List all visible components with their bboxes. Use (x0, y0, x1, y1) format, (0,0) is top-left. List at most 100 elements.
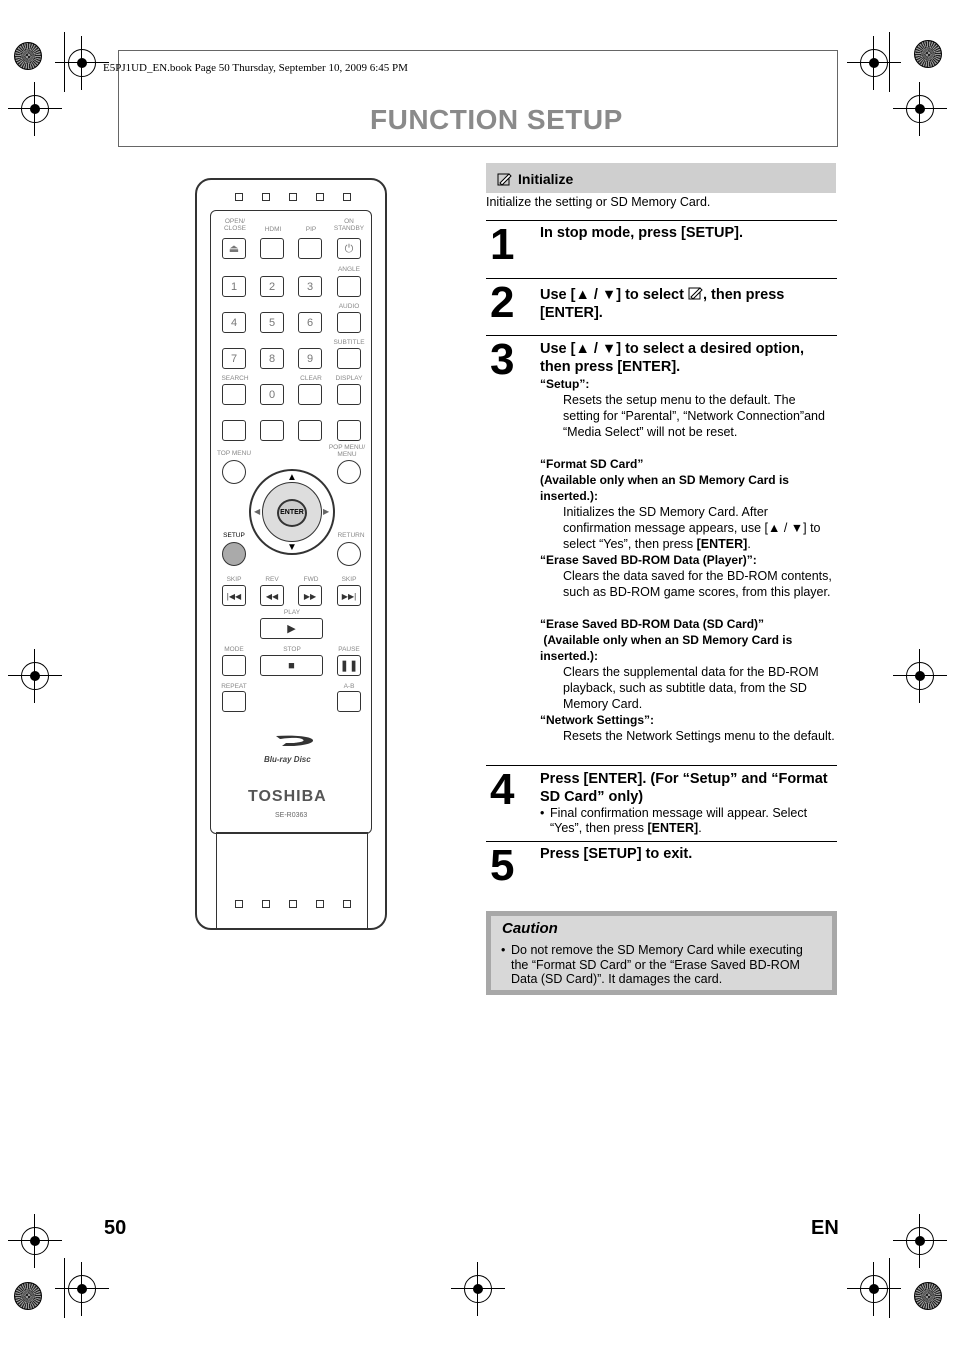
crop-disc-tr (914, 40, 942, 68)
remote-digit-4: 4 (222, 312, 246, 333)
caution-inner: Caution Do not remove the SD Memory Card… (491, 916, 832, 990)
step-divider (486, 841, 837, 842)
remote-digit-0: 0 (260, 384, 284, 405)
remote-pip-button (298, 238, 322, 259)
remote-label-subtitle: SUBTITLE (333, 339, 365, 346)
remote-label-open-close: OPEN/ CLOSE (223, 218, 247, 232)
pause-icon: ❚❚ (337, 655, 361, 676)
remote-label-display: DISPLAY (335, 375, 363, 382)
initialize-title: Initialize (518, 171, 574, 187)
book-info: E5PJ1UD_EN.book Page 50 Thursday, Septem… (103, 62, 408, 74)
remote-label-ab: A-B (343, 683, 355, 690)
remote-clear-button (298, 384, 322, 405)
initialize-bar (486, 163, 836, 193)
remote-color-button (298, 420, 322, 441)
crop-line (889, 32, 890, 92)
dpad-up-icon: ▲ (287, 472, 297, 483)
remote-label-play: PLAY (283, 609, 301, 616)
remote-led (316, 900, 324, 908)
remote-label-skip-back: SKIP (226, 576, 242, 583)
step-divider (486, 335, 837, 336)
setup-note-icon (497, 173, 512, 186)
remote-label-pop-menu: POP MENU/ MENU (328, 444, 366, 458)
toshiba-logo: TOSHIBA (248, 788, 327, 805)
remote-led (343, 193, 351, 201)
remote-label-stop: STOP (283, 646, 301, 653)
fast-forward-icon: ▶▶ (298, 585, 322, 606)
remote-led (316, 193, 324, 201)
option-setup-title: “Setup”: (540, 377, 590, 391)
remote-label-angle: ANGLE (337, 266, 361, 273)
reg-mark-right-mid (893, 649, 947, 703)
crop-line (889, 1258, 890, 1318)
crop-disc-tl (14, 42, 42, 70)
dpad-left-icon: ◀ (254, 507, 261, 516)
reg-mark-top-right (847, 36, 901, 90)
reg-mark-top-left (55, 36, 109, 90)
step-number: 1 (490, 220, 515, 269)
remote-angle-button (337, 276, 361, 297)
remote-digit-1: 1 (222, 276, 246, 297)
step-4-bullet-b: [ENTER] (647, 821, 699, 835)
step-2-text-a: Use [▲ / ▼] to select (540, 287, 684, 303)
remote-label-search: SEARCH (221, 375, 249, 382)
remote-button-panel (210, 210, 372, 834)
crop-line (64, 32, 65, 92)
reg-mark-left-bottom (8, 1214, 62, 1268)
step-4-bullet-a: Final confirmation message will appear. … (550, 806, 808, 835)
remote-led (262, 900, 270, 908)
remote-digit-9: 9 (298, 348, 322, 369)
caution-title: Caution (502, 920, 558, 937)
remote-power-button: ⏻ (337, 238, 361, 259)
dpad-down-icon: ▼ (287, 542, 297, 553)
remote-search-button (222, 384, 246, 405)
skip-back-icon: |◀◀ (222, 585, 246, 606)
remote-setup-button (222, 542, 246, 566)
step-2-text-c: [ENTER]. (540, 305, 603, 321)
option-format-title-1: “Format SD Card” (540, 457, 644, 471)
crop-disc-bl (14, 1282, 42, 1310)
setup-note-icon (688, 287, 703, 300)
remote-display-button (337, 384, 361, 405)
remote-led (289, 900, 297, 908)
remote-led (289, 193, 297, 201)
remote-enter-button: ENTER (277, 499, 307, 527)
step-number: 3 (490, 335, 515, 384)
step-2-text: Use [▲ / ▼] to select , then press [ENTE… (540, 286, 836, 322)
remote-label-top-menu: TOP MENU (216, 450, 252, 457)
remote-mode-button (222, 655, 246, 676)
remote-led (235, 900, 243, 908)
remote-subtitle-button (337, 348, 361, 369)
option-erase-sd-title: “Erase Saved BD-ROM Data (SD Card)” (Ava… (540, 616, 836, 664)
remote-return-button (337, 542, 361, 566)
step-4-text: Press [ENTER]. (For “Setup” and “Format … (540, 771, 828, 805)
remote-label-skip-forward: SKIP (341, 576, 357, 583)
remote-led (343, 900, 351, 908)
remote-bottom-panel (216, 832, 368, 930)
remote-led (262, 193, 270, 201)
remote-label-return: RETURN (337, 532, 365, 539)
remote-audio-button (337, 312, 361, 333)
reg-mark-left-mid (8, 649, 62, 703)
play-icon: ▶ (260, 618, 323, 639)
remote-digit-7: 7 (222, 348, 246, 369)
remote-ab-button (337, 691, 361, 712)
remote-label-clear: CLEAR (300, 375, 322, 382)
remote-pop-menu-button (337, 460, 361, 484)
option-network-desc: Resets the Network Settings menu to the … (563, 729, 835, 743)
step-number: 5 (490, 841, 515, 890)
remote-label-fwd: FWD (303, 576, 319, 583)
remote-label-hdmi: HDMI (264, 226, 282, 233)
remote-model: SE-R0363 (275, 812, 308, 819)
step-1-text: In stop mode, press [SETUP]. (540, 225, 744, 241)
option-format-desc: Initializes the SD Memory Card. After co… (563, 504, 835, 552)
option-format-title-2: (Available only when an SD Memory Card i… (540, 473, 789, 503)
page-title: FUNCTION SETUP (370, 104, 623, 135)
option-erase-sd-desc: Clears the supplemental data for the BD-… (563, 665, 819, 711)
step-divider (486, 220, 837, 221)
remote-digit-5: 5 (260, 312, 284, 333)
stop-icon: ■ (260, 655, 323, 676)
option-format-title: “Format SD Card” (Available only when an… (540, 456, 836, 504)
remote-led (235, 193, 243, 201)
step-number: 4 (490, 765, 515, 814)
